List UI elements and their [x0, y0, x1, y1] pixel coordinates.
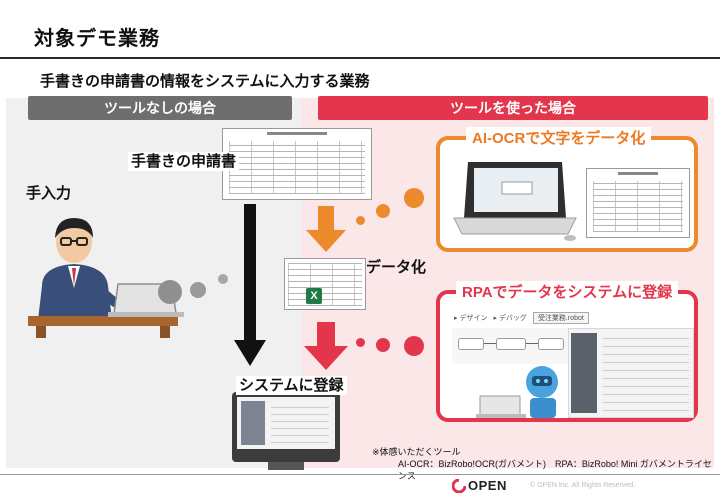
rpa-tab-design[interactable]: ▸ デザイン: [454, 315, 488, 322]
flow-dot-small: [218, 274, 228, 284]
ocr-dot-medium: [376, 204, 390, 218]
system-monitor-image: [232, 392, 340, 462]
manual-input-label: 手入力: [26, 185, 72, 202]
page-title: 対象デモ業務: [34, 28, 160, 50]
page-subtitle: 手書きの申請書の情報をシステムに入力する業務: [40, 73, 370, 90]
ai-ocr-box-title: AI-OCRで文字をデータ化: [466, 127, 652, 148]
excel-icon: X: [306, 288, 322, 304]
open-logo-mark-icon: [452, 478, 466, 493]
ocr-dot-small: [356, 216, 365, 225]
office-worker-illustration: [28, 218, 184, 338]
handwritten-form-label: 手書きの申請書: [128, 150, 240, 171]
manual-flow-arrow: [234, 204, 266, 366]
rpa-dot-medium: [376, 338, 390, 352]
ai-ocr-box: [436, 136, 698, 252]
tools-footnote-heading: ※体感いただくツール: [372, 447, 461, 457]
handwritten-form-image: [222, 128, 372, 200]
flow-dot-medium: [190, 282, 206, 298]
rpa-robot-image: [476, 366, 558, 418]
ocr-flow-arrow: [306, 206, 346, 252]
laptop-ocr-image: [453, 162, 577, 241]
copyright-text: © OPEN Inc. All Rights Reserved.: [530, 482, 636, 489]
flow-dot-large: [158, 280, 182, 304]
tools-footnote: ※体感いただくツール AI-OCR：BizRobo!OCR(ガバメント) RPA…: [372, 446, 720, 482]
rpa-box-title: RPAでデータをシステムに登録: [456, 281, 679, 302]
rpa-dot-large: [404, 336, 424, 356]
rpa-dot-small: [356, 338, 365, 347]
register-label-left: システムに登録: [236, 374, 347, 395]
open-logo: OPEN: [452, 478, 507, 493]
rpa-tab-debug[interactable]: ▸ デバッグ: [493, 315, 527, 322]
ocr-form-image: [586, 168, 690, 238]
excel-data-sheet: [284, 258, 366, 310]
datafy-label: データ化: [366, 259, 427, 276]
tools-footnote-list: AI-OCR：BizRobo!OCR(ガバメント) RPA：BizRobo! M…: [398, 459, 712, 481]
without-tool-header: ツールなしの場合: [28, 96, 292, 120]
footer-divider: [0, 474, 720, 475]
rpa-flow-arrow: [304, 322, 348, 370]
ocr-dot-large: [404, 188, 424, 208]
rpa-tab-active[interactable]: 受注業務.robot: [532, 312, 589, 324]
title-divider: [0, 57, 720, 59]
rpa-box: ▸ デザイン ▸ デバッグ 受注業務.robot: [436, 290, 698, 422]
with-tool-header: ツールを使った場合: [318, 96, 708, 120]
